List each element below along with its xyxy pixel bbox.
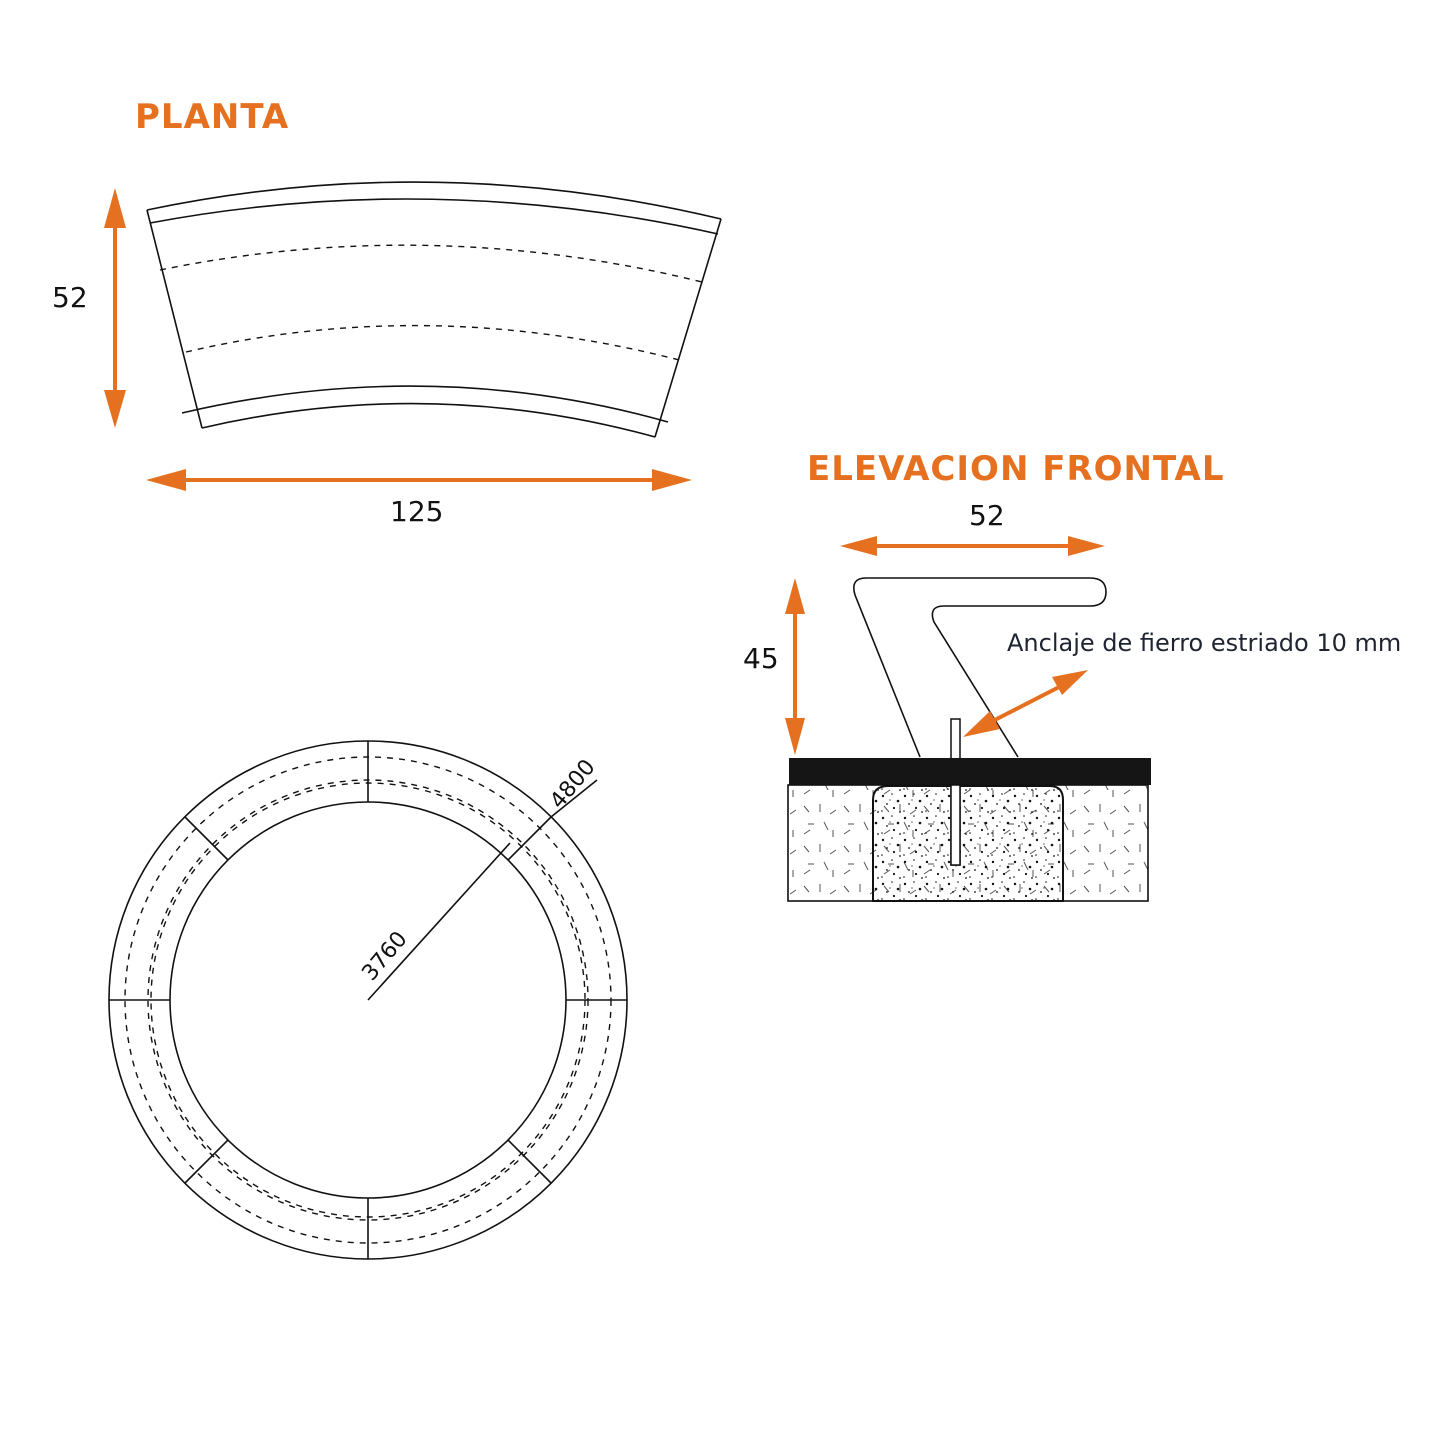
depth-dimension-arrow — [104, 188, 126, 428]
elevation-height-label: 45 — [743, 642, 779, 675]
concrete-slab — [789, 758, 1151, 785]
elevation-title: ELEVACION FRONTAL — [807, 449, 1225, 489]
planta-view: PLANTA 52 125 — [52, 97, 722, 528]
segment-dividers — [109, 741, 627, 1259]
elevation-view: ELEVACION FRONTAL 52 45 Anclaje de fierr… — [743, 449, 1401, 902]
bench-plan-outline — [146, 181, 722, 438]
elevation-width-arrow — [840, 536, 1105, 556]
elevation-height-arrow — [785, 578, 805, 755]
outer-radius-line — [550, 779, 598, 818]
bench-profile — [853, 577, 1107, 758]
anchor-callout-arrow — [963, 670, 1088, 737]
ring-layout: 3760 4800 — [108, 740, 628, 1260]
planta-title: PLANTA — [135, 97, 289, 137]
inner-diameter-label: 3760 — [357, 927, 412, 986]
width-dimension-arrow — [146, 469, 692, 491]
foundation — [787, 784, 1149, 902]
inner-radius-line — [367, 842, 511, 1001]
width-label: 125 — [390, 495, 443, 528]
anchor-note: Anclaje de fierro estriado 10 mm — [1007, 629, 1401, 657]
depth-label: 52 — [52, 281, 88, 314]
elevation-width-label: 52 — [969, 499, 1005, 532]
